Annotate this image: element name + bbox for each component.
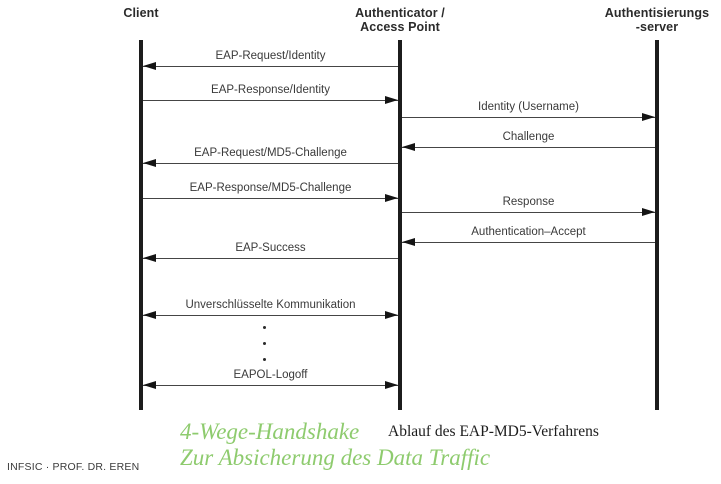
arrowhead-left xyxy=(402,143,415,151)
message-label: EAP-Success xyxy=(235,242,306,254)
message-label: Identity (Username) xyxy=(478,101,579,113)
message-arrow xyxy=(143,315,398,316)
message-label: Unverschlüsselte Kommunikation xyxy=(185,299,356,311)
caption-green-line2: Zur Absicherung des Data Traffic xyxy=(180,445,491,470)
message-arrow xyxy=(143,385,398,386)
message-arrow xyxy=(143,66,398,67)
arrowhead-left xyxy=(143,254,156,262)
arrowhead-left xyxy=(143,311,156,319)
message-label: EAP-Request/MD5-Challenge xyxy=(194,147,347,159)
caption-green-line1: 4-Wege-Handshake xyxy=(180,419,360,444)
arrowhead-right xyxy=(385,194,398,202)
arrowhead-right xyxy=(385,311,398,319)
arrowhead-left xyxy=(143,381,156,389)
message-label: Response xyxy=(502,196,555,208)
lifeline-authenticator xyxy=(398,40,402,410)
message-arrow xyxy=(143,258,398,259)
message-label: EAP-Response/Identity xyxy=(211,84,330,96)
message-label: EAP-Request/Identity xyxy=(215,50,326,62)
arrowhead-left xyxy=(143,159,156,167)
message-arrow xyxy=(143,198,398,199)
lifeline-client xyxy=(139,40,143,410)
message-arrow xyxy=(143,163,398,164)
continuation-dot xyxy=(263,358,266,361)
arrowhead-left xyxy=(143,62,156,70)
actor-label-auth-server: Authentisierungs-server xyxy=(604,6,710,34)
message-arrow xyxy=(402,212,655,213)
arrowhead-right xyxy=(385,96,398,104)
arrowhead-right xyxy=(642,208,655,216)
message-arrow xyxy=(402,147,655,148)
message-label: EAPOL-Logoff xyxy=(233,369,308,381)
diagram-caption: Ablauf des EAP-MD5-Verfahrens xyxy=(388,423,599,440)
slide-footer: INFSIC · PROF. DR. EREN xyxy=(7,461,140,473)
actor-label-client: Client xyxy=(123,6,159,20)
message-label: Authentication–Accept xyxy=(471,226,586,238)
arrowhead-left xyxy=(402,238,415,246)
arrowhead-right xyxy=(385,381,398,389)
message-arrow xyxy=(402,117,655,118)
continuation-dot xyxy=(263,326,266,329)
message-label: EAP-Response/MD5-Challenge xyxy=(189,182,352,194)
actor-label-authenticator: Authenticator /Access Point xyxy=(355,6,445,34)
message-arrow xyxy=(143,100,398,101)
arrowhead-right xyxy=(642,113,655,121)
message-label: Challenge xyxy=(502,131,555,143)
continuation-dot xyxy=(263,342,266,345)
message-arrow xyxy=(402,242,655,243)
lifeline-auth-server xyxy=(655,40,659,410)
